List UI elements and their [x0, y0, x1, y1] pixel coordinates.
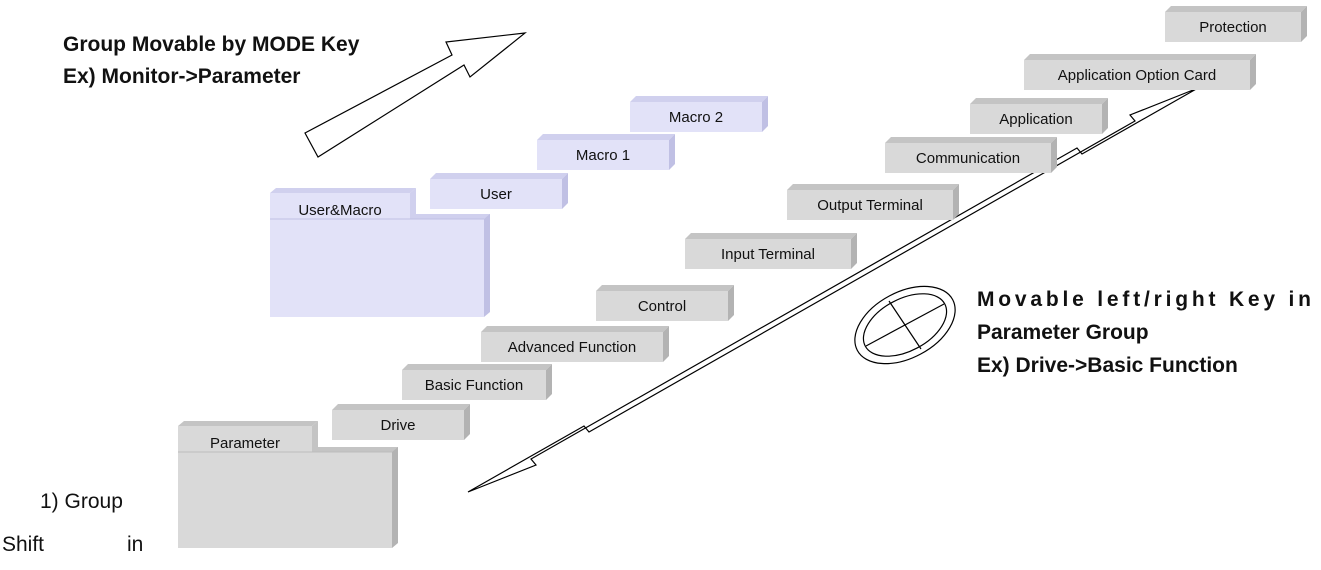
- parameter-items: Drive Basic Function Advanced Function Cont…: [332, 6, 1307, 440]
- group-item-drive[interactable]: Drive: [332, 404, 470, 440]
- group-item-output-terminal[interactable]: Output Terminal: [787, 184, 959, 220]
- body-text-line2-word2: in: [127, 533, 143, 556]
- mode-arrow-icon: [304, 32, 528, 158]
- group-item-application-option-card[interactable]: Application Option Card: [1024, 54, 1256, 90]
- group-item-label: Application: [999, 111, 1072, 128]
- group-item-application[interactable]: Application: [970, 98, 1108, 134]
- group-item-label: Output Terminal: [817, 197, 923, 214]
- group-item-label: Application Option Card: [1058, 67, 1216, 84]
- group-item-label: Protection: [1199, 19, 1267, 36]
- group-item-label: Macro 1: [576, 147, 630, 164]
- dial-icon: [854, 285, 956, 365]
- group-item-label: Control: [638, 298, 686, 315]
- group-item-user[interactable]: User: [430, 173, 568, 209]
- dial-caption-line3: Ex) Drive->Basic Function: [977, 354, 1238, 377]
- user-macro-items: User Macro 1 Macro 2: [430, 96, 768, 209]
- group-item-label: User: [480, 186, 512, 203]
- mode-caption-line1: Group Movable by MODE Key: [63, 33, 360, 56]
- dial-caption-line2: Parameter Group: [977, 321, 1149, 344]
- parameter-folder-label: Parameter: [210, 435, 280, 452]
- group-item-macro-1[interactable]: Macro 1: [537, 134, 675, 170]
- dial-caption-line1: Movable left/right Key in: [977, 288, 1311, 311]
- user-macro-folder-label: User&Macro: [298, 202, 381, 219]
- group-item-macro-2[interactable]: Macro 2: [630, 96, 768, 132]
- group-item-label: Basic Function: [425, 377, 523, 394]
- group-item-communication[interactable]: Communication: [885, 137, 1057, 173]
- user-macro-folder[interactable]: User&Macro: [270, 188, 490, 317]
- body-text-line1: 1) Group: [40, 490, 123, 513]
- group-item-input-terminal[interactable]: Input Terminal: [685, 233, 857, 269]
- group-item-control[interactable]: Control: [596, 285, 734, 321]
- group-item-label: Input Terminal: [721, 246, 815, 263]
- group-item-protection[interactable]: Protection: [1165, 6, 1307, 42]
- group-item-label: Communication: [916, 150, 1020, 167]
- parameter-folder[interactable]: Parameter: [178, 421, 398, 548]
- body-text-line2-word1: Shift: [2, 533, 44, 556]
- group-item-advanced-function[interactable]: Advanced Function: [481, 326, 669, 362]
- group-item-label: Advanced Function: [508, 339, 636, 356]
- mode-caption-line2: Ex) Monitor->Parameter: [63, 65, 300, 88]
- group-item-label: Drive: [380, 417, 415, 434]
- group-item-label: Macro 2: [669, 109, 723, 126]
- group-item-basic-function[interactable]: Basic Function: [402, 364, 552, 400]
